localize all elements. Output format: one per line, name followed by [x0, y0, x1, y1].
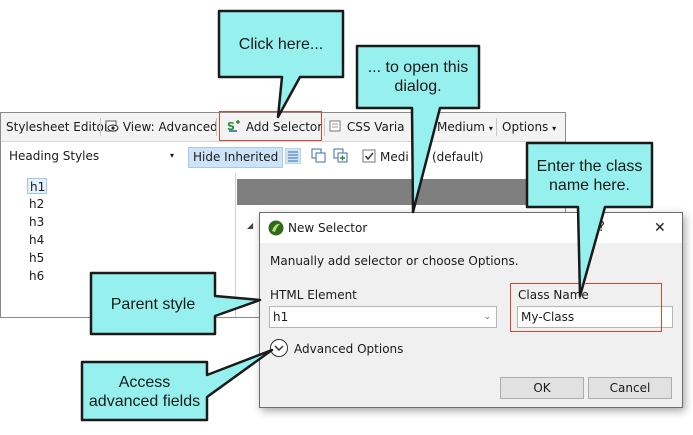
help-button[interactable]: ?	[598, 220, 605, 235]
callout-to-open	[355, 44, 481, 214]
stylesheet-editor-label: Stylesheet Editor	[6, 120, 109, 134]
tree-item-h4[interactable]: h4	[29, 233, 45, 247]
ok-button[interactable]: OK	[500, 377, 584, 399]
add-selector-label: Add Selector	[245, 120, 323, 134]
class-name-highlight	[510, 283, 662, 332]
callout-enter-class	[525, 141, 654, 298]
class-name-label: Class Name	[518, 288, 589, 302]
heading-styles-select[interactable]: Heading Styles ▾	[5, 146, 177, 166]
toolbar-separator	[100, 118, 101, 136]
chevron-down-icon: ▾	[488, 124, 493, 133]
svg-text:S: S	[227, 120, 235, 133]
options-dropdown[interactable]: Options ▾	[502, 113, 556, 141]
callout-access-advanced	[80, 348, 274, 422]
tree-item-h6[interactable]: h6	[29, 269, 45, 283]
app-logo-icon	[268, 220, 284, 236]
new-selector-dialog: New Selector ? ✕ Manually add selector o…	[259, 212, 683, 408]
copy-icon[interactable]	[311, 148, 327, 164]
add-selector-highlight	[219, 111, 322, 141]
html-element-label: HTML Element	[270, 288, 357, 302]
selector-tree: h1 h2 h3 h4 h5 h6	[1, 173, 236, 317]
editor-toolbar: Stylesheet Editor View: Advanced S Add S…	[1, 113, 565, 142]
dialog-instruction: Manually add selector or choose Options.	[270, 254, 519, 268]
toolbar-separator	[324, 118, 325, 136]
medium-default-label-left: Medi	[380, 150, 409, 164]
chevron-down-icon: ▾	[169, 151, 174, 160]
eye-icon	[105, 120, 119, 132]
callout-parent-style	[89, 271, 262, 336]
list-view-icon[interactable]	[285, 148, 301, 164]
add-selector-icon: S	[227, 120, 240, 133]
add-selector-button[interactable]: S Add Selector	[226, 113, 322, 141]
callout-access-advanced-text: Access advanced fields	[88, 374, 201, 410]
close-icon[interactable]: ✕	[654, 220, 666, 236]
callout-parent-style-text: Parent style	[110, 296, 196, 313]
css-variables-icon	[329, 120, 341, 132]
view-advanced-button[interactable]: View: Advanced	[105, 113, 218, 141]
chevron-down-icon: ⌄	[483, 312, 491, 322]
tree-item-h1[interactable]: h1	[27, 178, 47, 194]
view-advanced-label: View: Advanced	[122, 120, 218, 134]
collapse-triangle-icon[interactable]: ◢	[247, 221, 254, 230]
html-element-select[interactable]: h1 ⌄	[269, 306, 497, 328]
class-name-value: My-Class	[521, 310, 575, 324]
callout-enter-class-text: Enter the class name here.	[536, 158, 643, 194]
dialog-titlebar: New Selector ? ✕	[260, 213, 682, 243]
class-name-input[interactable]: My-Class	[517, 306, 673, 328]
callout-click-here-text: Click here...	[238, 36, 324, 53]
heading-styles-value: Heading Styles	[9, 149, 100, 163]
toolbar-separator	[216, 118, 217, 136]
callout-click-here	[217, 9, 345, 119]
hide-inherited-toggle[interactable]: Hide Inherited	[188, 147, 284, 168]
medium-default-label-right: (default)	[432, 150, 484, 164]
chevron-down-icon: ▾	[552, 124, 557, 133]
preview-header-strip	[237, 179, 567, 205]
editor-secondary-toolbar: Heading Styles ▾ Hide Inherited Medi (de…	[1, 142, 565, 172]
checkbox-checked-icon[interactable]	[362, 148, 378, 164]
new-selector-icon[interactable]	[333, 148, 349, 164]
css-variables-label: CSS Varia	[346, 120, 405, 134]
toolbar-separator	[496, 118, 497, 136]
css-variables-button[interactable]: CSS Varia	[329, 113, 405, 141]
tree-item-h3[interactable]: h3	[29, 215, 45, 229]
callout-to-open-text: ... to open this dialog.	[367, 59, 469, 95]
medium-dropdown[interactable]: Medium ▾	[437, 113, 493, 141]
advanced-options-link[interactable]: Advanced Options	[294, 342, 404, 356]
html-element-value: h1	[273, 310, 289, 324]
tree-item-h2[interactable]: h2	[29, 197, 45, 211]
tree-item-h5[interactable]: h5	[29, 251, 45, 265]
expand-chevron-icon[interactable]	[269, 338, 289, 358]
dialog-title: New Selector	[288, 221, 368, 235]
options-label: Options	[502, 120, 549, 134]
cancel-button[interactable]: Cancel	[588, 377, 672, 399]
medium-label: Medium	[437, 120, 485, 134]
